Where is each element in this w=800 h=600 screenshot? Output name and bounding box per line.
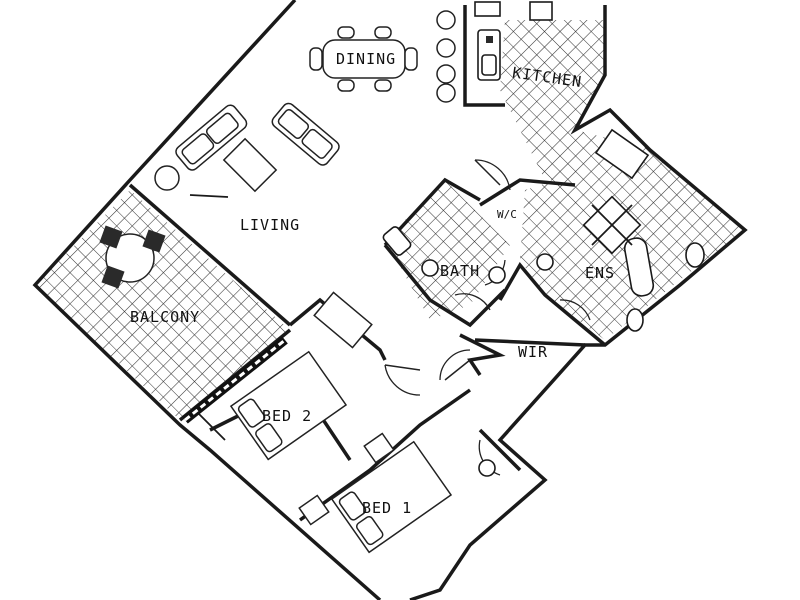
balcony-tiles — [35, 190, 290, 420]
label-bed-1: BED 1 — [362, 499, 412, 517]
sofa-left — [175, 104, 248, 171]
bedside-bed-1b — [363, 432, 395, 464]
entry-door — [478, 439, 501, 477]
balcony-setting — [99, 225, 166, 289]
label-ens: ENS — [585, 264, 615, 282]
label-dining: DINING — [336, 50, 396, 68]
living-rug-edge — [189, 194, 229, 198]
kitchen-sink — [477, 29, 501, 81]
sofa-right — [271, 102, 340, 166]
bath-vanity — [382, 226, 506, 284]
balcony-sliding-door — [182, 336, 288, 424]
label-wc: W/C — [497, 208, 517, 221]
side-table — [154, 165, 180, 191]
dining-table — [309, 26, 418, 92]
bedside-bed-1 — [298, 494, 330, 526]
label-balcony: BALCONY — [130, 308, 200, 326]
bar-stools — [436, 10, 456, 103]
label-bed-2: BED 2 — [262, 407, 312, 425]
label-living: LIVING — [240, 216, 300, 234]
kitchen-tiles — [500, 20, 605, 130]
label-bath: BATH — [440, 262, 480, 280]
bed-2 — [229, 350, 348, 461]
kitchen-cooktop — [474, 1, 553, 21]
coffee-table — [222, 137, 278, 193]
wardrobe-bed-2 — [313, 291, 373, 349]
ensuite-fixtures — [536, 128, 705, 332]
bed-1 — [330, 440, 453, 554]
doors — [384, 159, 591, 396]
label-wir: WIR — [518, 343, 548, 361]
